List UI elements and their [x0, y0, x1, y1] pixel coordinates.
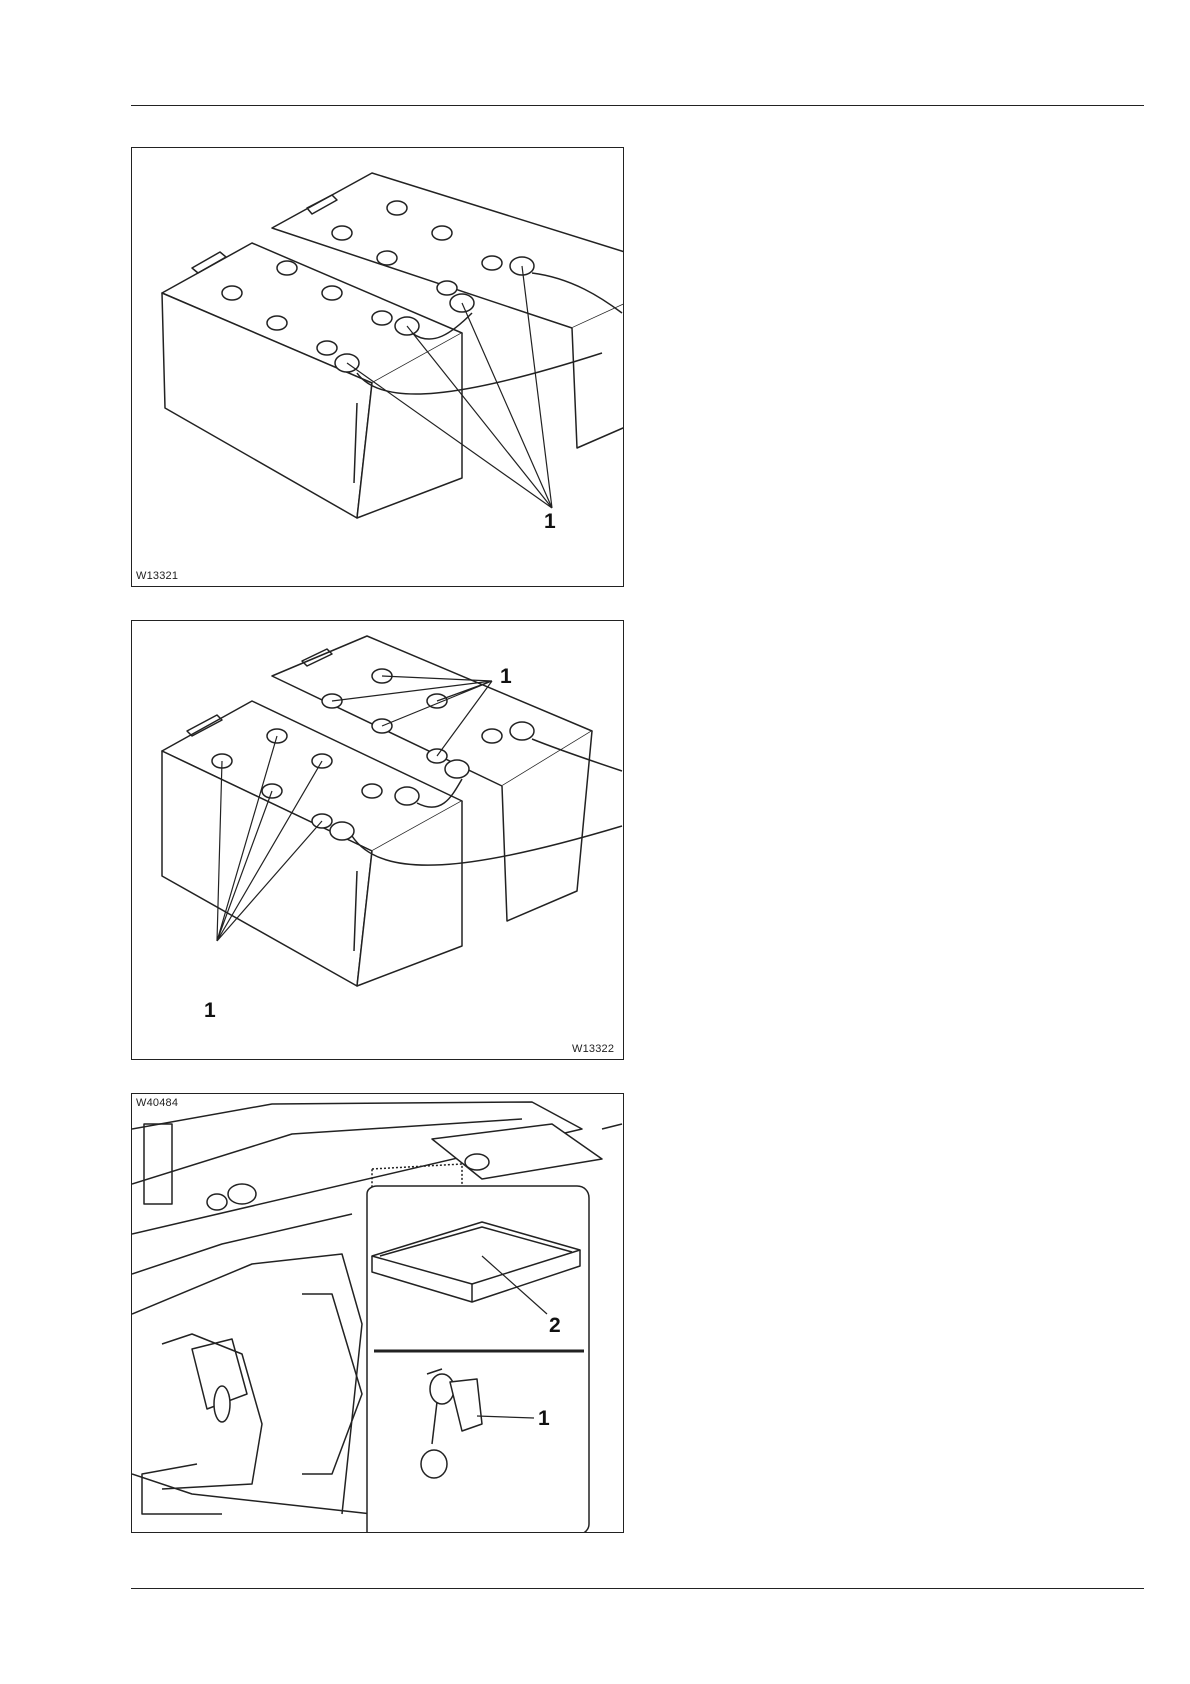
figure-battery-box-location: 2 1 W40484: [131, 1093, 624, 1533]
figure-code: W40484: [136, 1097, 178, 1109]
figure-code: W13321: [136, 570, 178, 582]
figure-code: W13322: [572, 1043, 614, 1055]
callout-1: 1: [544, 510, 556, 534]
footer-rule: [131, 1588, 1144, 1589]
callout-1-upper: 1: [500, 665, 512, 689]
header-rule: [131, 105, 1144, 106]
battery-cell-caps-drawing: [132, 621, 624, 1060]
callout-1-lower: 1: [204, 999, 216, 1023]
callout-2: 2: [549, 1314, 561, 1338]
callout-1: 1: [538, 1407, 550, 1431]
figure-battery-terminals: 1 W13321: [131, 147, 624, 587]
figure-battery-cell-caps: 1 1 W13322: [131, 620, 624, 1060]
